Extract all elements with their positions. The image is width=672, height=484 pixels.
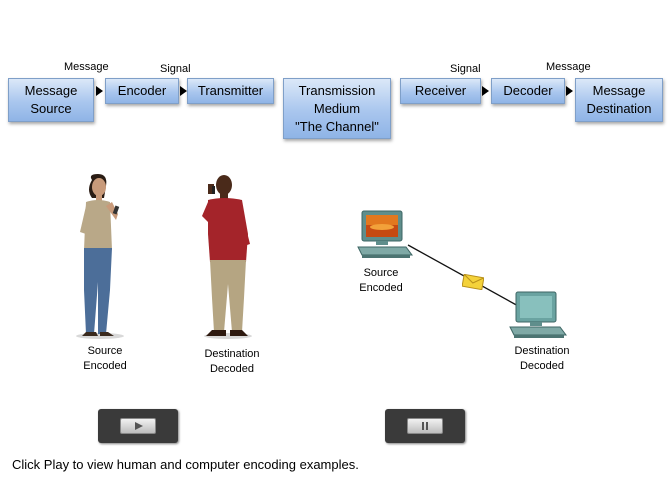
- transmitter-box: Transmitter: [187, 78, 274, 104]
- transmission-medium-box: Transmission Medium "The Channel": [283, 78, 391, 139]
- pause-button[interactable]: [407, 418, 443, 434]
- pause-icon: [422, 422, 428, 430]
- transmission-medium-label: Transmission Medium "The Channel": [295, 82, 379, 134]
- computer-source-caption: Source Encoded: [359, 267, 403, 294]
- arrow-2: [180, 86, 187, 96]
- arrow-1: [96, 86, 103, 96]
- receiver-label: Receiver: [414, 83, 467, 98]
- decoder-box: Decoder: [491, 78, 565, 104]
- signal-label-left: Signal: [160, 63, 191, 75]
- message-destination-box: Message Destination: [575, 78, 663, 122]
- message-label-right: Message: [546, 61, 591, 73]
- woman-texting-illustration: [76, 174, 124, 339]
- arrow-4: [566, 86, 573, 96]
- play-control[interactable]: [98, 409, 178, 443]
- decoder-label: Decoder: [503, 83, 553, 98]
- message-destination-label: Message Destination: [586, 83, 652, 116]
- source-computer-icon: [357, 210, 413, 258]
- message-source-label: Message Source: [24, 83, 78, 116]
- transmitter-label: Transmitter: [197, 83, 264, 98]
- message-label-left: Message: [64, 61, 109, 73]
- human-destination-caption: Destination Decoded: [204, 348, 260, 375]
- computer-destination-caption: Destination Decoded: [514, 345, 570, 372]
- man-on-phone-illustration: [202, 175, 252, 339]
- destination-computer-icon: [509, 291, 567, 338]
- message-source-box: Message Source: [8, 78, 94, 122]
- encoder-label: Encoder: [117, 83, 167, 98]
- play-icon: [135, 422, 143, 430]
- instruction-text: Click Play to view human and computer en…: [12, 457, 359, 472]
- human-source-caption: Source Encoded: [83, 345, 127, 372]
- play-button[interactable]: [120, 418, 156, 434]
- signal-label-right: Signal: [450, 63, 481, 75]
- receiver-box: Receiver: [400, 78, 481, 104]
- arrow-3: [482, 86, 489, 96]
- encoder-box: Encoder: [105, 78, 179, 104]
- pause-control[interactable]: [385, 409, 465, 443]
- envelope-icon: [462, 274, 484, 290]
